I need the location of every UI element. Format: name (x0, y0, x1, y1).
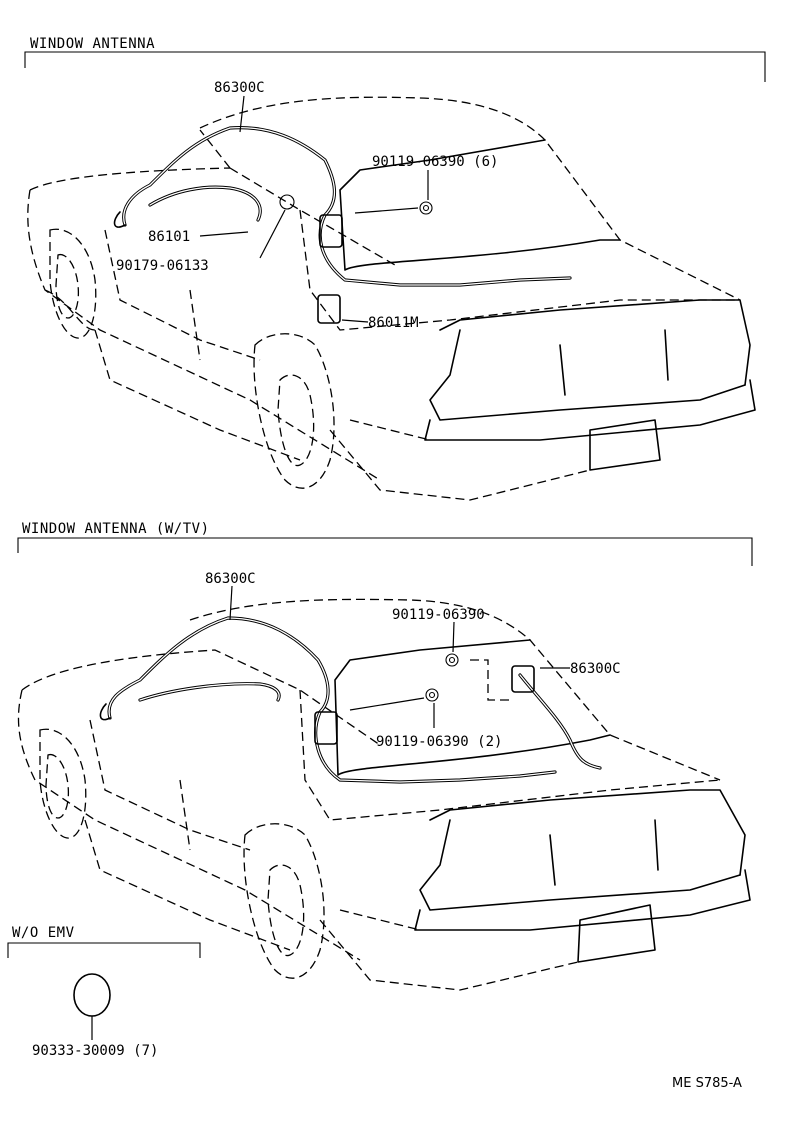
plug-part-shape (73, 973, 111, 1017)
bottom-label-86300c: 86300C (205, 571, 256, 587)
bottom-section-title: WINDOW ANTENNA (W/TV) (22, 521, 210, 537)
bottom-label-90119-06390: 90119-06390 (392, 607, 485, 623)
bottom-label-90119-06390-2: 90119-06390 (2) (376, 734, 502, 750)
top-label-90119-06390-6: 90119-06390 (6) (372, 154, 498, 170)
top-label-86011m: 86011M (368, 315, 419, 331)
top-antenna-wire (113, 126, 572, 324)
bottom-label-86300c-rear: 86300C (570, 661, 621, 677)
bottom-car-outline (17, 598, 751, 991)
top-car-outline (27, 96, 756, 501)
bottom-section: WINDOW ANTENNA (W/TV) (17, 521, 753, 991)
bottom-antenna-wire (99, 616, 602, 784)
top-label-86300c: 86300C (214, 80, 265, 96)
wo-emv-inset: W/O EMV 90333-30009 (7) (7, 925, 201, 1059)
diagram-code: ME S785-A (672, 1076, 742, 1091)
top-label-90179-06133: 90179-06133 (116, 258, 209, 274)
bottom-section-bracket (17, 537, 753, 566)
top-label-86101: 86101 (148, 229, 190, 245)
top-section: WINDOW ANTENNA (24, 36, 766, 501)
inset-title: W/O EMV (12, 925, 75, 941)
top-section-bracket (24, 51, 766, 82)
inset-label-90333-30009: 90333-30009 (7) (32, 1043, 158, 1059)
top-section-title: WINDOW ANTENNA (30, 36, 155, 52)
inset-bracket (7, 942, 201, 958)
